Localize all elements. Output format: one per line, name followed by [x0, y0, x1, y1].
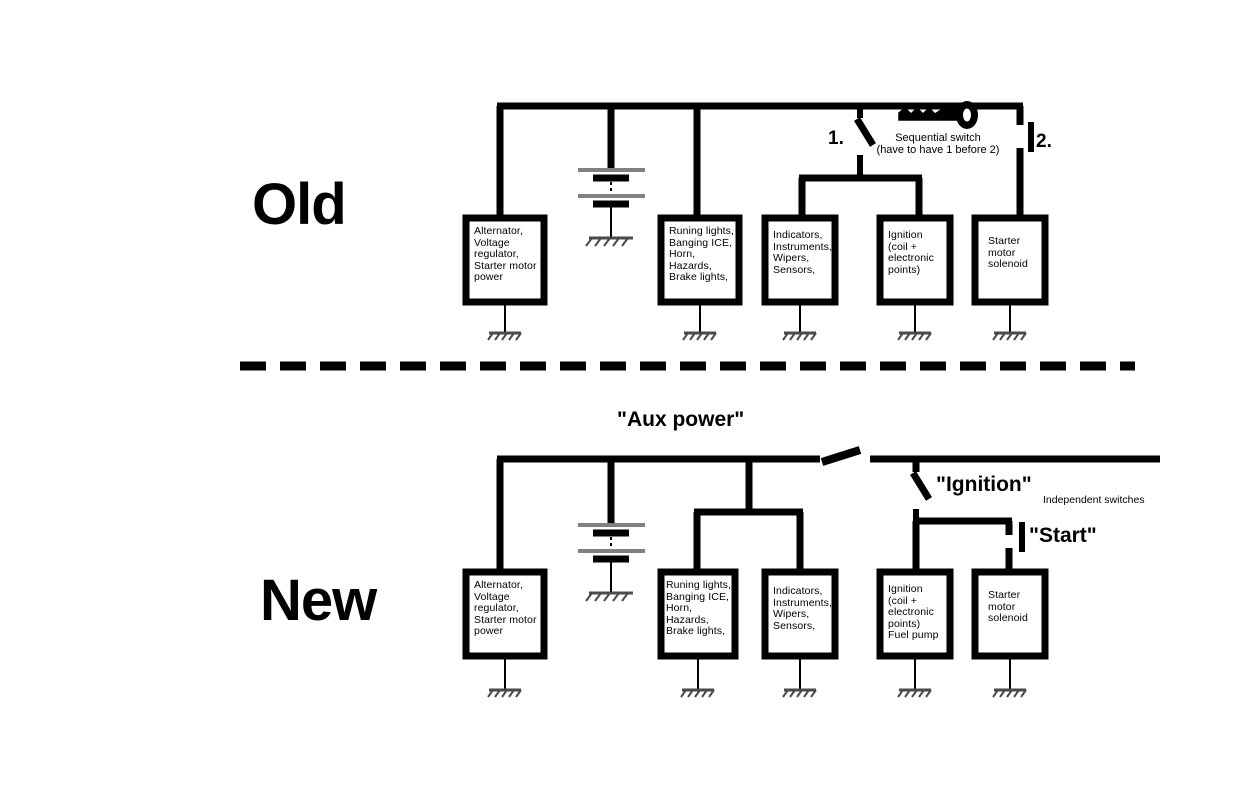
ground-icon: [897, 656, 932, 698]
old-starter-solenoid-box-label: Starter motor solenoid: [988, 235, 1028, 271]
new-ignition-box-label: Ignition (coil + electronic points) Fuel…: [888, 583, 939, 642]
new-starter-solenoid-box-label: Starter motor solenoid: [988, 589, 1028, 625]
old-circuit: [462, 101, 1049, 341]
ground-icon: [682, 302, 717, 341]
new-battery-ground-icon: [585, 591, 633, 602]
old-starter-solenoid-box: [971, 214, 1049, 306]
ground-icon: [992, 656, 1027, 698]
old-running-lights-box: [657, 214, 743, 306]
new-battery-symbol: [578, 523, 645, 593]
new-aux-power-switch[interactable]: [820, 446, 862, 466]
old-box-grounds: [487, 302, 1027, 341]
old-battery-ground-icon: [585, 236, 633, 247]
old-boxes: [462, 214, 1049, 306]
new-section-title: New: [260, 568, 377, 633]
old-indicators-box-label: Indicators, Instruments, Wipers, Sensors…: [773, 229, 832, 276]
old-section-title: Old: [252, 172, 347, 237]
new-alternator-box-label: Alternator, Voltage regulator, Starter m…: [474, 579, 537, 638]
old-alternator-box-label: Alternator, Voltage regulator, Starter m…: [474, 225, 537, 284]
sequential-switch-note: Sequential switch (have to have 1 before…: [876, 132, 1000, 156]
independent-switches-note: Independent switches: [1043, 494, 1145, 506]
old-ignition-box: [876, 214, 954, 306]
old-battery-symbol: [578, 168, 645, 238]
start-label: "Start": [1029, 524, 1097, 547]
ground-icon: [992, 302, 1027, 341]
new-ignition-switch[interactable]: [910, 471, 932, 521]
old-switch-2-number: 2.: [1036, 131, 1052, 152]
new-circuit: [462, 446, 1160, 698]
ground-icon: [897, 302, 932, 341]
new-running-lights-box-label: Runing lights, Banging ICE, Horn, Hazard…: [666, 579, 732, 638]
ground-icon: [680, 656, 715, 698]
old-running-lights-box-label: Runing lights, Banging ICE, Horn, Hazard…: [669, 225, 735, 284]
new-running-lights-box: [657, 568, 739, 660]
ground-icon: [782, 302, 817, 341]
old-alternator-box: [462, 214, 548, 306]
new-indicators-box-label: Indicators, Instruments, Wipers, Sensors…: [773, 585, 832, 632]
aux-power-label: "Aux power": [617, 408, 745, 431]
key-icon: [898, 101, 978, 129]
new-box-grounds: [487, 656, 1027, 698]
new-boxes: [462, 568, 1049, 660]
ground-icon: [487, 302, 522, 341]
ground-icon: [782, 656, 817, 698]
ignition-label: "Ignition": [936, 473, 1032, 496]
old-switch-1-number: 1.: [828, 128, 844, 149]
ground-icon: [487, 656, 522, 698]
old-ignition-box-label: Ignition (coil + electronic points): [888, 229, 934, 276]
old-switch-1[interactable]: [854, 106, 876, 178]
